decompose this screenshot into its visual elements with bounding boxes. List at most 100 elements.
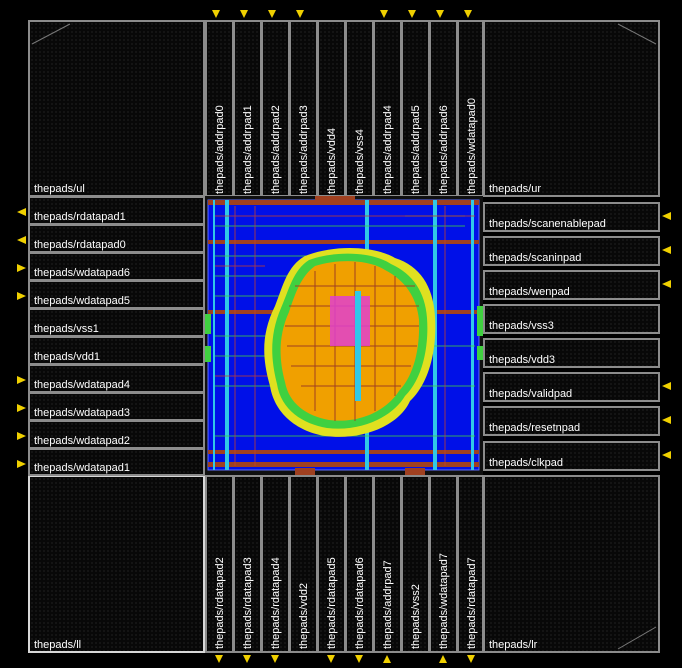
pad-bottom-7[interactable]: thepads/vss2 — [401, 475, 430, 653]
pad-label: thepads/vss2 — [410, 584, 422, 649]
pad-left-2[interactable]: thepads/wdatapad6 — [28, 252, 205, 281]
pad-left-3[interactable]: thepads/wdatapad5 — [28, 280, 205, 309]
corner-cell-ur[interactable]: thepads/ur — [483, 20, 660, 197]
pin-marker — [240, 10, 248, 18]
pad-label: thepads/rdatapad7 — [466, 557, 478, 649]
corner-label-ul: thepads/ul — [34, 183, 85, 195]
pin-marker — [271, 655, 279, 663]
pin-marker — [215, 655, 223, 663]
pad-top-5[interactable]: thepads/vss4 — [345, 20, 374, 197]
pad-label: thepads/vdd1 — [34, 351, 101, 363]
pad-label: thepads/addrpad4 — [382, 105, 394, 194]
pad-right-1[interactable]: thepads/scaninpad — [483, 236, 660, 266]
pad-left-8[interactable]: thepads/wdatapad2 — [28, 420, 205, 449]
pad-bottom-2[interactable]: thepads/rdatapad4 — [261, 475, 290, 653]
metal-strap — [225, 200, 229, 470]
pad-bottom-5[interactable]: thepads/rdatapad6 — [345, 475, 374, 653]
pad-label: thepads/wenpad — [489, 286, 570, 298]
metal-strap — [471, 200, 474, 470]
pad-label: thepads/rdatapad6 — [354, 557, 366, 649]
pad-bottom-9[interactable]: thepads/rdatapad7 — [457, 475, 484, 653]
pin-marker — [355, 655, 363, 663]
pad-right-7[interactable]: thepads/clkpad — [483, 441, 660, 471]
corner-diagonal-mark — [617, 626, 657, 650]
pad-bottom-3[interactable]: thepads/vdd2 — [289, 475, 318, 653]
pad-top-2[interactable]: thepads/addrpad2 — [261, 20, 290, 197]
pad-label: thepads/vdd3 — [489, 354, 556, 366]
io-connection — [477, 306, 485, 336]
pad-right-5[interactable]: thepads/validpad — [483, 372, 660, 402]
pad-left-5[interactable]: thepads/vdd1 — [28, 336, 205, 365]
pad-top-4[interactable]: thepads/vdd4 — [317, 20, 346, 197]
io-connection — [203, 346, 211, 362]
power-ring-bottom — [208, 462, 479, 467]
pad-label: thepads/addrpad0 — [214, 105, 226, 194]
pad-bottom-1[interactable]: thepads/rdatapad3 — [233, 475, 262, 653]
pad-right-2[interactable]: thepads/wenpad — [483, 270, 660, 300]
pad-label: thepads/wdatapad6 — [34, 267, 131, 279]
power-stripe — [208, 240, 479, 244]
corner-cell-ll[interactable]: thepads/ll — [28, 475, 205, 653]
pad-label: thepads/wdatapad1 — [34, 462, 131, 474]
pin-marker — [662, 416, 671, 424]
pad-bottom-4[interactable]: thepads/rdatapad5 — [317, 475, 346, 653]
pad-bottom-6[interactable]: thepads/addrpad7 — [373, 475, 402, 653]
pad-label: thepads/vdd2 — [298, 582, 310, 649]
pin-marker — [436, 10, 444, 18]
pin-marker — [467, 655, 475, 663]
pad-top-7[interactable]: thepads/addrpad5 — [401, 20, 430, 197]
pad-left-9[interactable]: thepads/wdatapad1 — [28, 448, 205, 476]
pad-label: thepads/rdatapad0 — [34, 239, 126, 251]
pad-label: thepads/addrpad6 — [438, 105, 450, 194]
pad-label: thepads/rdatapad5 — [326, 557, 338, 649]
pad-label: thepads/vss1 — [34, 323, 99, 335]
pad-top-3[interactable]: thepads/addrpad3 — [289, 20, 318, 197]
pad-label: thepads/addrpad1 — [242, 105, 254, 194]
pin-marker — [662, 382, 671, 390]
pad-label: thepads/vdd4 — [326, 127, 338, 194]
pad-right-4[interactable]: thepads/vdd3 — [483, 338, 660, 368]
pad-right-3[interactable]: thepads/vss3 — [483, 304, 660, 334]
pad-left-6[interactable]: thepads/wdatapad4 — [28, 364, 205, 393]
pad-label: thepads/wdatapad2 — [34, 435, 131, 447]
pad-left-7[interactable]: thepads/wdatapad3 — [28, 392, 205, 421]
pin-marker — [17, 208, 26, 216]
pin-marker — [662, 246, 671, 254]
power-ring-top — [208, 200, 479, 205]
pin-marker — [243, 655, 251, 663]
pad-top-1[interactable]: thepads/addrpad1 — [233, 20, 262, 197]
pad-label: thepads/vss3 — [489, 320, 554, 332]
pad-label: thepads/addrpad3 — [298, 105, 310, 194]
pad-top-8[interactable]: thepads/addrpad6 — [429, 20, 458, 197]
pad-label: thepads/validpad — [489, 388, 573, 400]
core-area[interactable] — [203, 196, 485, 475]
pad-left-0[interactable]: thepads/rdatapad1 — [28, 196, 205, 225]
pin-marker — [296, 10, 304, 18]
corner-cell-ul[interactable]: thepads/ul — [28, 20, 205, 197]
pin-marker — [17, 404, 26, 412]
corner-cell-lr[interactable]: thepads/lr — [483, 475, 660, 653]
io-connection — [405, 468, 425, 475]
pin-marker — [408, 10, 416, 18]
pad-label: thepads/resetnpad — [489, 422, 581, 434]
pad-label: thepads/rdatapad2 — [214, 557, 226, 649]
pin-marker — [327, 655, 335, 663]
core-layout-graphic — [203, 196, 485, 475]
pad-top-6[interactable]: thepads/addrpad4 — [373, 20, 402, 197]
pad-label: thepads/wdatapad5 — [34, 295, 131, 307]
pad-bottom-8[interactable]: thepads/wdatapad7 — [429, 475, 458, 653]
pin-marker — [17, 376, 26, 384]
pad-top-0[interactable]: thepads/addrpad0 — [205, 20, 234, 197]
pin-marker — [662, 212, 671, 220]
pad-right-6[interactable]: thepads/resetnpad — [483, 406, 660, 436]
pad-right-0[interactable]: thepads/scanenablepad — [483, 202, 660, 232]
io-connection — [477, 346, 485, 360]
pad-top-9[interactable]: thepads/wdatapad0 — [457, 20, 484, 197]
pad-label: thepads/wdatapad7 — [438, 552, 450, 649]
pad-left-1[interactable]: thepads/rdatapad0 — [28, 224, 205, 253]
metal-strap — [355, 291, 361, 401]
pad-left-4[interactable]: thepads/vss1 — [28, 308, 205, 337]
pad-bottom-0[interactable]: thepads/rdatapad2 — [205, 475, 234, 653]
corner-diagonal-mark — [617, 23, 657, 45]
